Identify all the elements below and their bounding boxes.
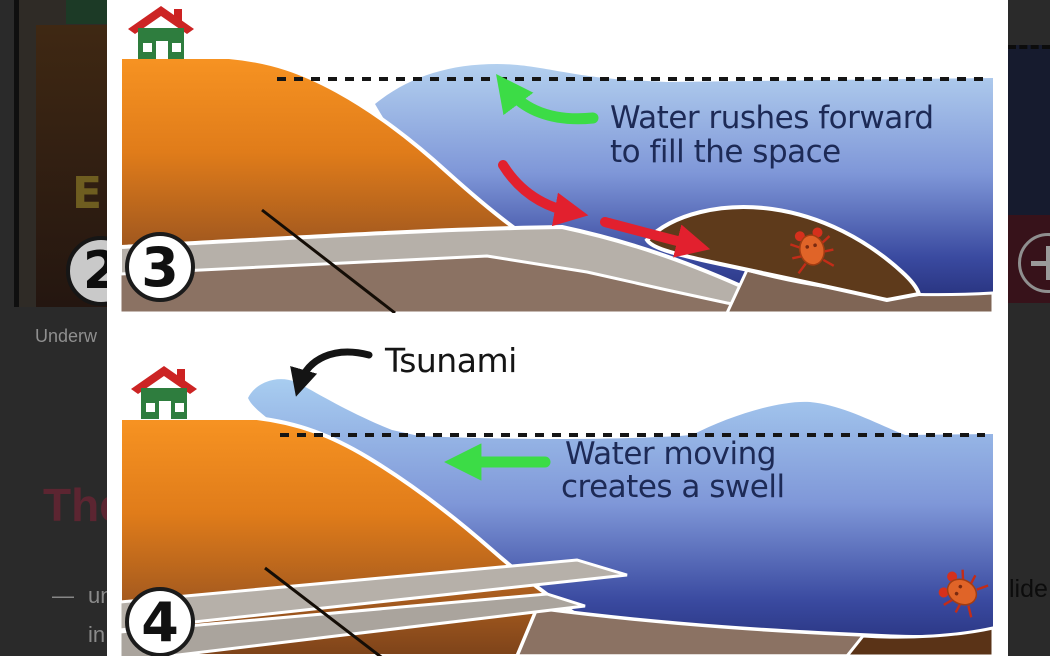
house-icon [131,366,197,419]
fault-line [261,208,396,313]
background-image-text-fragment: E [72,168,103,219]
background-frame-edge [14,0,19,307]
background-step2-image: E 2 [19,0,107,307]
fault-line [264,566,383,656]
panel3-caption-line2: to fill the space [610,134,841,170]
panel3-caption-line1: Water rushes forward [610,100,934,136]
background-water-fragment [1008,45,1050,215]
panel4-caption-line2: creates a swell [561,469,785,505]
house-icon [66,0,107,24]
crab-icon [938,569,989,618]
green-arrow-icon [496,74,599,125]
background-right-text-fragment: lide [1009,575,1048,603]
red-arrow-icon [498,160,589,227]
panel4-tsunami-label: Tsunami [385,341,517,380]
red-arrow-icon [600,217,711,258]
crab-icon [789,227,835,275]
strata-gray-band [118,592,586,656]
tsunami-diagram-lightbox[interactable]: 3 4 Water rushes forward to fill the spa… [107,0,1008,656]
step-3-badge: 3 [125,232,195,302]
diagram-panel-4 [118,348,995,656]
seabed-dark-wedge [845,626,995,656]
strata-gray-band [118,558,628,632]
house-icon [128,6,194,59]
landslide-debris-mound [644,205,922,303]
background-list-fragment-2: in [88,622,106,647]
background-list-dash: — [52,583,74,608]
step-4-badge: 4 [125,587,195,656]
background-caption-fragment: Underw [35,326,98,346]
diagram-panel-3 [118,6,995,313]
panel4-caption-line1: Water moving [565,436,776,472]
black-arrow-icon [290,348,373,397]
